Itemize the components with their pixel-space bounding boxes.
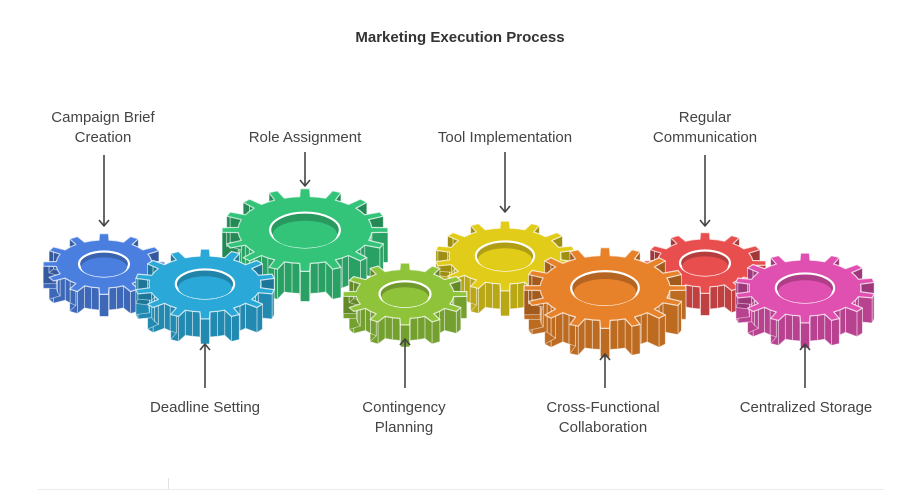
arrow-centralized-storage <box>799 343 811 388</box>
step-label-contingency-planning: Contingency Planning <box>362 399 446 436</box>
diagram-title: Marketing Execution Process <box>355 29 565 46</box>
step-label-deadline-setting: Deadline Setting <box>149 399 261 416</box>
arrow-role-assignment <box>299 152 311 187</box>
gear-contingency-planning <box>342 262 468 348</box>
arrow-cross-functional-collaboration <box>599 353 611 388</box>
bottom-rule <box>38 489 884 490</box>
step-label-centralized-storage: Centralized Storage <box>739 399 873 416</box>
arrow-contingency-planning <box>399 338 411 388</box>
gear-centralized-storage <box>735 252 875 349</box>
arrow-deadline-setting <box>199 343 211 388</box>
gear-cross-functional-collaboration <box>523 247 687 358</box>
arrow-campaign-brief-creation <box>98 155 110 227</box>
gear-deadline-setting <box>135 248 275 345</box>
step-label-regular-communication: Regular Communication <box>652 109 758 146</box>
step-label-tool-implementation: Tool Implementation <box>437 129 573 146</box>
arrow-tool-implementation <box>499 152 511 213</box>
step-label-role-assignment: Role Assignment <box>248 129 362 146</box>
bottom-tick <box>168 478 169 490</box>
step-label-cross-functional-collaboration: Cross-Functional Collaboration <box>546 399 660 436</box>
step-label-campaign-brief-creation: Campaign Brief Creation <box>51 109 155 146</box>
arrow-regular-communication <box>699 155 711 227</box>
